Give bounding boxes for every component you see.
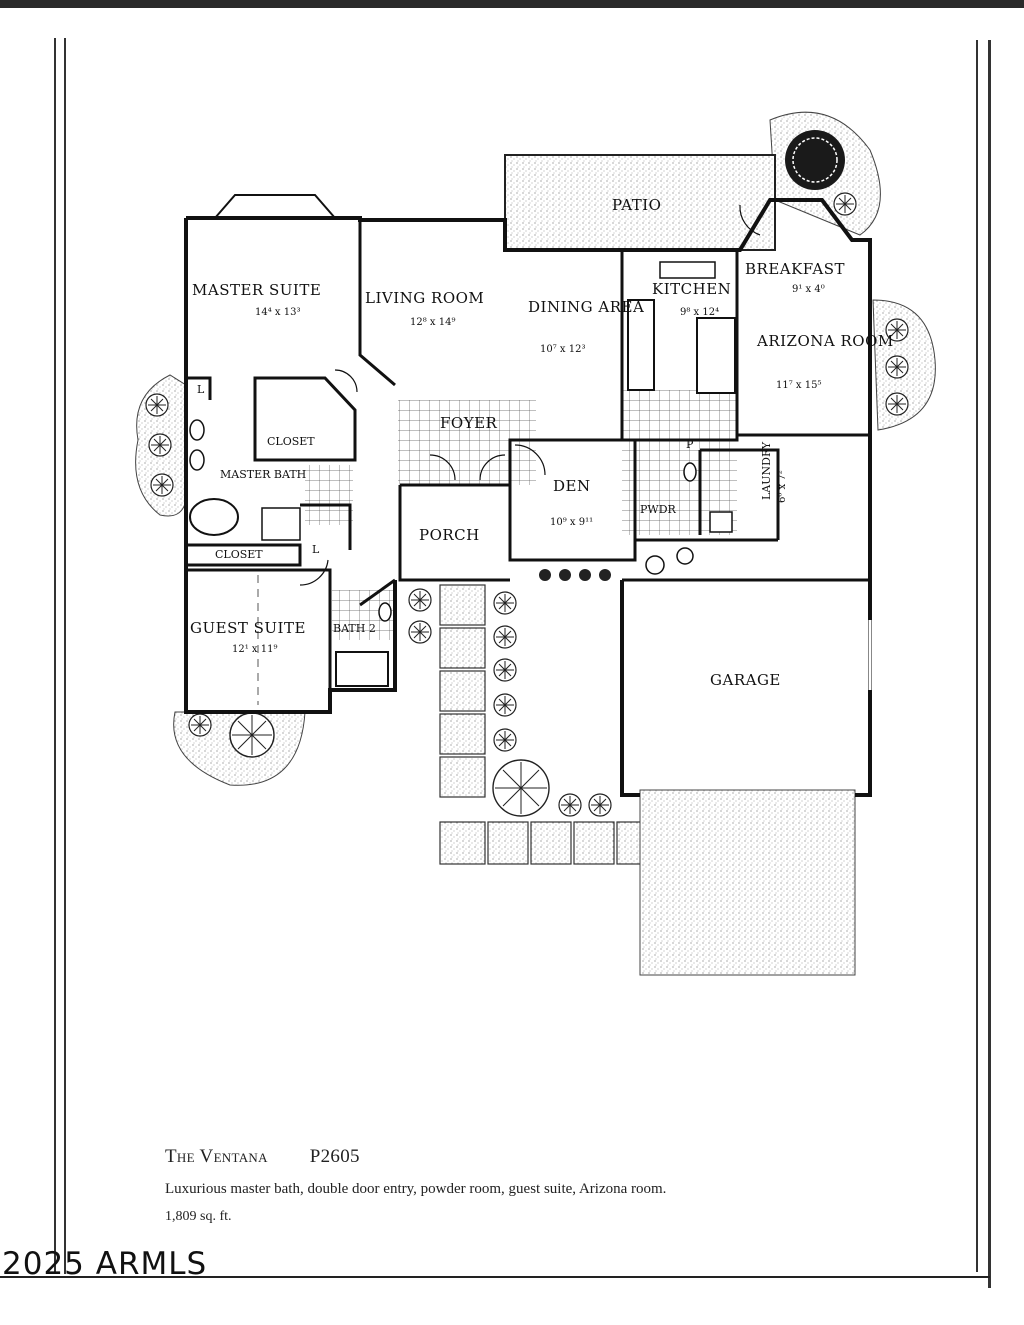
shrub-icon xyxy=(408,588,432,612)
right-margin-line-outer xyxy=(988,40,991,1288)
shrub-icon xyxy=(150,473,174,497)
room-label-patio: PATIO xyxy=(612,196,661,214)
door-swings xyxy=(299,204,761,586)
room-label-den: DEN xyxy=(553,477,591,495)
room-label-kitchen: KITCHEN xyxy=(652,280,731,298)
master-shower xyxy=(261,507,301,541)
left-margin-line-inner xyxy=(64,38,66,1274)
driveway xyxy=(639,789,856,976)
room-label-bath-2: BATH 2 xyxy=(333,622,376,635)
shrub-icon xyxy=(885,392,909,416)
room-label-dining-area: DINING AREA xyxy=(528,298,644,316)
plan-square-footage: 1,809 sq. ft. xyxy=(165,1209,232,1224)
kitchen-pantry xyxy=(659,261,716,279)
shrub-icon xyxy=(493,658,517,682)
shrub-icon xyxy=(493,591,517,615)
large-tree-icon xyxy=(785,130,845,190)
room-label-porch: PORCH xyxy=(419,526,480,544)
room-dims-living-room: 12⁸ x 14⁹ xyxy=(410,317,455,328)
room-label-guest-suite: GUEST SUITE xyxy=(190,619,306,637)
right-margin-line-inner xyxy=(976,40,978,1272)
room-dims-den: 10⁹ x 9¹¹ xyxy=(550,517,593,528)
room-label-laundry: LAUNDRY xyxy=(760,441,773,500)
room-label-garage: GARAGE xyxy=(710,671,781,689)
interior-walls xyxy=(186,220,870,712)
left-margin-line-outer xyxy=(54,38,56,1274)
shrub-icon xyxy=(145,393,169,417)
room-label-breakfast: BREAKFAST xyxy=(745,260,845,278)
plan-name: The Ventana xyxy=(165,1146,268,1167)
foyer-tile xyxy=(398,400,536,485)
room-dims-breakfast: 9¹ x 4⁰ xyxy=(792,284,825,295)
porch-shrub-row xyxy=(539,569,611,581)
master-tub xyxy=(189,498,239,536)
room-dims-dining-area: 10⁷ x 12³ xyxy=(540,344,585,355)
room-dims-arizona-room: 11⁷ x 15⁵ xyxy=(776,380,821,391)
shrub-icon xyxy=(493,693,517,717)
powder-mark: P xyxy=(686,438,694,451)
room-dims-guest-suite: 12¹ x 11⁹ xyxy=(232,644,277,655)
room-dims-master-suite: 14⁴ x 13³ xyxy=(255,307,300,318)
master-bay-window xyxy=(214,194,336,219)
shrub-icon xyxy=(885,355,909,379)
floor-plan: MASTER SUITE 14⁴ x 13³ LIVING ROOM 12⁸ x… xyxy=(135,111,936,976)
kitchen-tile xyxy=(622,390,737,535)
room-label-master-bath: MASTER BATH xyxy=(220,468,306,481)
plan-description: Luxurious master bath, double door entry… xyxy=(165,1181,667,1197)
patio-slab xyxy=(504,154,776,251)
room-dims-kitchen: 9⁸ x 12⁴ xyxy=(680,307,719,318)
room-label-powder: PWDR xyxy=(640,503,677,516)
shrub-icon xyxy=(493,728,517,752)
plan-title-line: The Ventana P2605 xyxy=(165,1146,360,1168)
room-label-closet: CLOSET xyxy=(267,435,315,448)
bath2-tub xyxy=(335,651,389,687)
shrub-icon xyxy=(833,192,857,216)
shrub-icon xyxy=(558,793,582,817)
room-label-foyer: FOYER xyxy=(440,414,498,432)
kitchen-counter xyxy=(627,299,655,391)
plan-code: P2605 xyxy=(309,1146,360,1167)
shrub-icon xyxy=(188,713,212,737)
linen-mark: L xyxy=(312,543,320,556)
room-dims-laundry: 6⁰ x 7² xyxy=(777,470,788,503)
room-label-living-room: LIVING ROOM xyxy=(365,289,484,307)
room-label-master-suite: MASTER SUITE xyxy=(192,281,321,299)
room-labels: MASTER SUITE 14⁴ x 13³ LIVING ROOM 12⁸ x… xyxy=(190,196,894,689)
master-bath-tile xyxy=(305,465,353,525)
shrub-icon xyxy=(588,793,612,817)
shrub-icon xyxy=(408,620,432,644)
room-label-closet-2: CLOSET xyxy=(215,548,263,561)
top-border-bar xyxy=(0,0,1024,8)
linen-mark: L xyxy=(197,383,205,396)
walkway xyxy=(439,584,642,865)
shrub-icon xyxy=(148,433,172,457)
shrub-icon xyxy=(493,625,517,649)
kitchen-island xyxy=(696,317,736,394)
bottom-border-line xyxy=(0,1276,990,1278)
room-label-arizona-room: ARIZONA ROOM xyxy=(756,332,894,350)
